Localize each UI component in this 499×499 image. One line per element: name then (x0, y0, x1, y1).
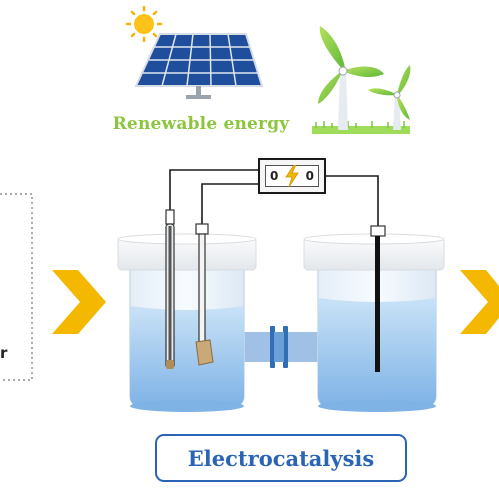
circuit-wires (169, 169, 379, 226)
wind-turbine-icon (312, 26, 411, 134)
power-source-switch: 0 0 (258, 158, 326, 194)
left-panel-dotted-border (0, 193, 33, 381)
left-arrow-icon (52, 270, 106, 334)
electrocatalysis-label: Electrocatalysis (187, 445, 375, 471)
switch-inner-panel: 0 0 (265, 165, 319, 187)
salt-bridge (244, 326, 318, 368)
left-electrolytic-cell (117, 233, 257, 412)
lightning-bolt-icon (285, 165, 299, 187)
switch-right-terminal: 0 (305, 169, 314, 183)
sun-icon (125, 5, 163, 43)
counter-electrode (370, 225, 386, 372)
left-panel-text-fragment: r (0, 344, 8, 362)
working-electrode (195, 223, 214, 366)
switch-left-terminal: 0 (270, 169, 279, 183)
reference-electrode (165, 209, 175, 369)
renewable-energy-label: Renewable energy (112, 114, 290, 134)
solar-panel-icon (134, 33, 264, 99)
electrocatalysis-box: Electrocatalysis (155, 434, 407, 482)
right-electrolytic-cell (303, 233, 445, 412)
right-arrow-icon (460, 270, 499, 334)
